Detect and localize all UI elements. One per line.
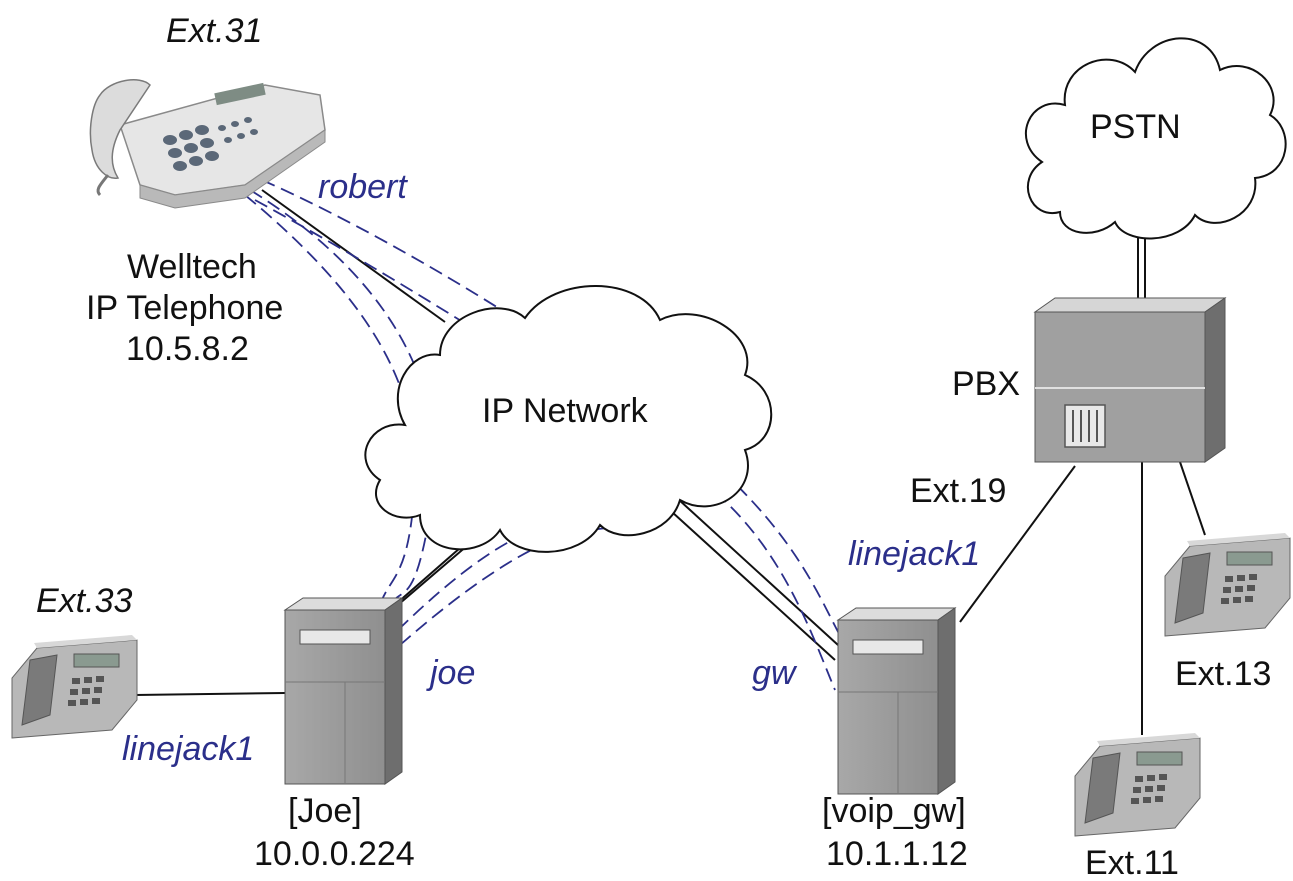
ext13-label: Ext.13: [1175, 655, 1271, 693]
ext31-label: Ext.31: [166, 12, 262, 50]
desk-phone-ext33: [11, 635, 138, 739]
handset-icon: [21, 654, 58, 726]
desk-phone-ext13: [1164, 533, 1291, 637]
pbx-card-slot-icon: [1064, 404, 1106, 448]
welltech-name-line1: Welltech: [127, 248, 257, 286]
ext19-label: Ext.19: [910, 472, 1006, 510]
gw-link-label: gw: [752, 654, 798, 692]
phone-display-icon: [1136, 751, 1183, 766]
phone-cord: [96, 174, 110, 197]
pstn-cloud: PSTN: [1024, 37, 1287, 240]
pbx-device: [1033, 297, 1227, 463]
link-gw-to-pbx: [959, 465, 1076, 623]
gw-linejack-label: linejack1: [848, 535, 980, 573]
link-ip-network-to-gw-a: [654, 477, 839, 646]
phone-keypad-icon: [1131, 774, 1167, 804]
welltech-ip: 10.5.8.2: [126, 330, 249, 368]
joe-server-name: [Joe]: [288, 792, 362, 830]
pstn-label: PSTN: [1090, 108, 1181, 146]
ip-network-cloud: IP Network: [364, 285, 773, 553]
phone-keypad-icon: [1221, 574, 1257, 604]
joe-link-label: joe: [426, 654, 475, 692]
gw-drive-bay-icon: [852, 639, 924, 655]
joe-server-ip: 10.0.0.224: [254, 835, 415, 873]
dashed-phone-to-joe-b: [244, 194, 417, 606]
pbx-label: PBX: [952, 365, 1020, 403]
gw-server-ip: 10.1.1.12: [826, 835, 968, 873]
handset-icon: [1174, 552, 1211, 624]
welltech-name-line2: IP Telephone: [86, 289, 283, 327]
left-linejack-label: linejack1: [122, 730, 254, 768]
robert-link-label: robert: [318, 168, 408, 206]
phone-display: [214, 82, 266, 106]
handset-icon: [1084, 752, 1121, 824]
link-joe-to-ip-network-a: [391, 544, 469, 611]
link-ip-network-to-gw-b: [649, 491, 836, 661]
link-pbx-to-ext13: [1179, 461, 1206, 536]
phone-keypad-icon: [68, 676, 104, 706]
ext11-label: Ext.11: [1085, 844, 1179, 881]
link-ext33-to-joe: [134, 692, 286, 696]
desk-phone-ext11: [1074, 733, 1201, 837]
voip-gw-server: [836, 607, 957, 795]
ip-network-label: IP Network: [482, 392, 649, 430]
gw-server-name: [voip_gw]: [822, 792, 966, 830]
phone-display-icon: [1226, 551, 1273, 566]
ext33-label: Ext.33: [36, 582, 132, 620]
handset-icon: [89, 79, 151, 179]
joe-drive-bay-icon: [299, 629, 371, 645]
phone-keypad-icon: [163, 117, 258, 171]
phone-display-icon: [73, 653, 120, 668]
joe-server: [283, 597, 404, 785]
welltech-ip-telephone: [89, 79, 326, 209]
